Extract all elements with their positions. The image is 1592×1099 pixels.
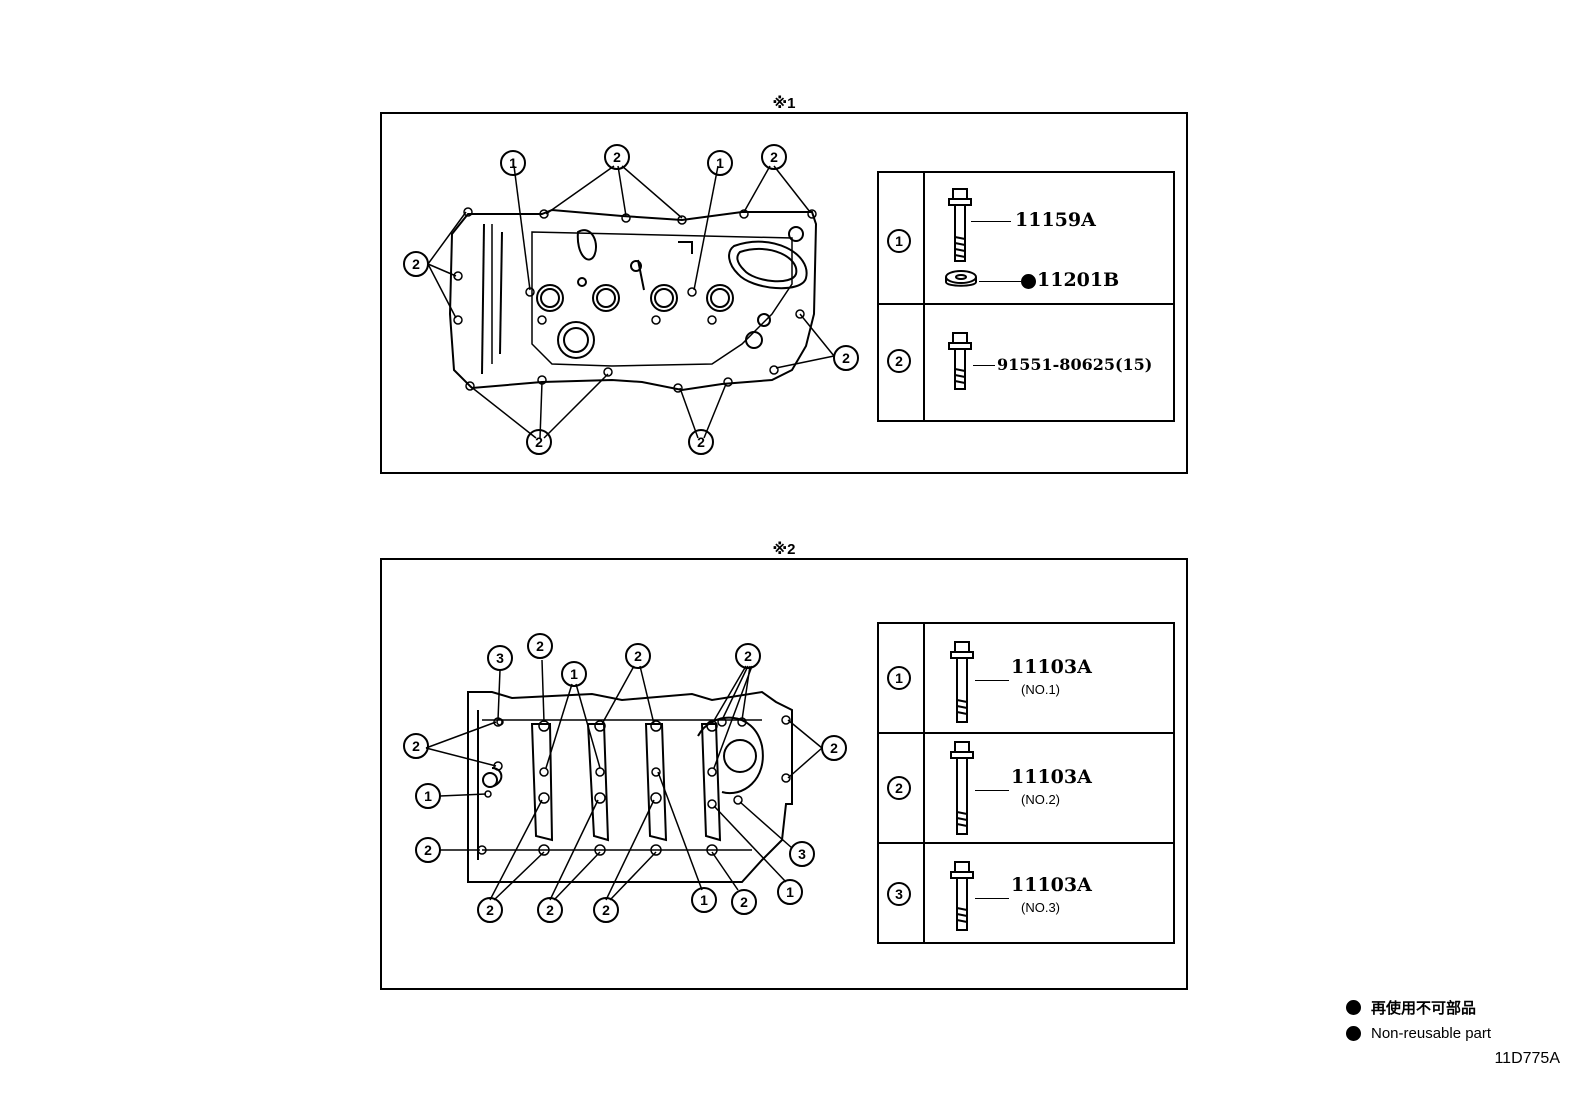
bolt-number-label: (NO.1)	[1021, 682, 1060, 697]
svg-text:2: 2	[634, 648, 642, 664]
row-key-cell: 1	[879, 173, 925, 303]
leader-line	[973, 365, 995, 366]
panel2-parts-table: 1 11103A (NO.1) 2	[877, 622, 1175, 944]
parts-row-3: 3 11103A (NO.3)	[879, 844, 1173, 942]
part-number-91551-80625[interactable]: 91551-80625(15)	[997, 355, 1153, 374]
svg-text:1: 1	[570, 666, 578, 682]
leader-line	[971, 221, 1011, 222]
svg-text:3: 3	[496, 650, 504, 666]
washer-icon	[945, 270, 977, 287]
callout-2: 2	[412, 256, 420, 272]
row-key-cell: 1	[879, 624, 925, 732]
part-number-11103A[interactable]: 11103A	[1011, 874, 1092, 896]
cylinder-head-drawing: 1 2 1 2 2 2 2 2	[403, 144, 859, 455]
panel1-parts-table: 1 11159A 11201B	[877, 171, 1175, 422]
svg-text:2: 2	[740, 894, 748, 910]
callout-1: 1	[509, 155, 517, 171]
parts-row-2: 2 91551-80625(15)	[879, 305, 1173, 420]
part-number-11201B[interactable]: 11201B	[1037, 269, 1120, 291]
row-key-circle: 1	[887, 229, 911, 253]
row-key-circle: 3	[887, 882, 911, 906]
legend-japanese-label: 再使用不可部品	[1371, 998, 1477, 1017]
svg-text:2: 2	[536, 638, 544, 654]
bolt-icon	[950, 741, 974, 835]
row-key-cell: 3	[879, 844, 925, 942]
svg-text:2: 2	[486, 902, 494, 918]
callout-2: 2	[842, 350, 850, 366]
bolt-icon	[948, 332, 972, 390]
parts-row-1: 1 11159A 11201B	[879, 173, 1173, 305]
bolt-icon	[948, 188, 972, 262]
legend-row-japanese: 再使用不可部品	[1346, 994, 1532, 1020]
row-key-cell: 2	[879, 305, 925, 420]
non-reusable-dot	[1346, 1025, 1361, 1041]
parts-row-2: 2 11103A (NO.2)	[879, 734, 1173, 844]
svg-text:3: 3	[798, 846, 806, 862]
part-number-11103A[interactable]: 11103A	[1011, 656, 1092, 678]
leader-line	[975, 790, 1009, 791]
callout-2: 2	[535, 434, 543, 450]
svg-text:2: 2	[424, 842, 432, 858]
legend-row-english: Non-reusable part	[1346, 1020, 1532, 1046]
svg-text:1: 1	[424, 788, 432, 804]
svg-text:2: 2	[830, 740, 838, 756]
leader-line	[979, 281, 1021, 282]
row-key-cell: 2	[879, 734, 925, 842]
part-number-11159A[interactable]: 11159A	[1015, 209, 1096, 231]
svg-text:1: 1	[786, 884, 794, 900]
row-key-circle: 1	[887, 666, 911, 690]
row-key-circle: 2	[887, 776, 911, 800]
cylinder-block-drawing: 3 2 1 2 2 2 1 2 2 3 2 2 2 1 2 1	[403, 633, 847, 923]
leader-line	[975, 680, 1009, 681]
parts-row-1: 1 11103A (NO.1)	[879, 624, 1173, 734]
callout-2: 2	[613, 149, 621, 165]
svg-text:2: 2	[744, 648, 752, 664]
document-code: 11D775A	[1494, 1050, 1560, 1067]
svg-text:2: 2	[546, 902, 554, 918]
non-reusable-dot	[1346, 999, 1361, 1015]
callout-2: 2	[770, 149, 778, 165]
bolt-icon	[950, 641, 974, 723]
panel2: 3 2 1 2 2 2 1 2 2 3 2 2 2 1 2 1 1 11103A	[380, 558, 1188, 990]
panel1: 1 2 1 2 2 2 2 2 1 11159A	[380, 112, 1188, 474]
bolt-icon	[950, 861, 974, 931]
svg-text:2: 2	[602, 902, 610, 918]
panel1-title: ※1	[772, 95, 796, 112]
part-number-11103A[interactable]: 11103A	[1011, 766, 1092, 788]
bolt-number-label: (NO.3)	[1021, 900, 1060, 915]
svg-text:2: 2	[412, 738, 420, 754]
svg-text:1: 1	[700, 892, 708, 908]
bolt-number-label: (NO.2)	[1021, 792, 1060, 807]
callout-2: 2	[697, 434, 705, 450]
legend: 再使用不可部品 Non-reusable part	[1346, 994, 1532, 1046]
leader-line	[975, 898, 1009, 899]
callout-1: 1	[716, 155, 724, 171]
panel2-title: ※2	[772, 541, 796, 558]
legend-english-label: Non-reusable part	[1371, 1024, 1492, 1042]
non-reusable-dot	[1021, 274, 1036, 289]
row-key-circle: 2	[887, 349, 911, 373]
